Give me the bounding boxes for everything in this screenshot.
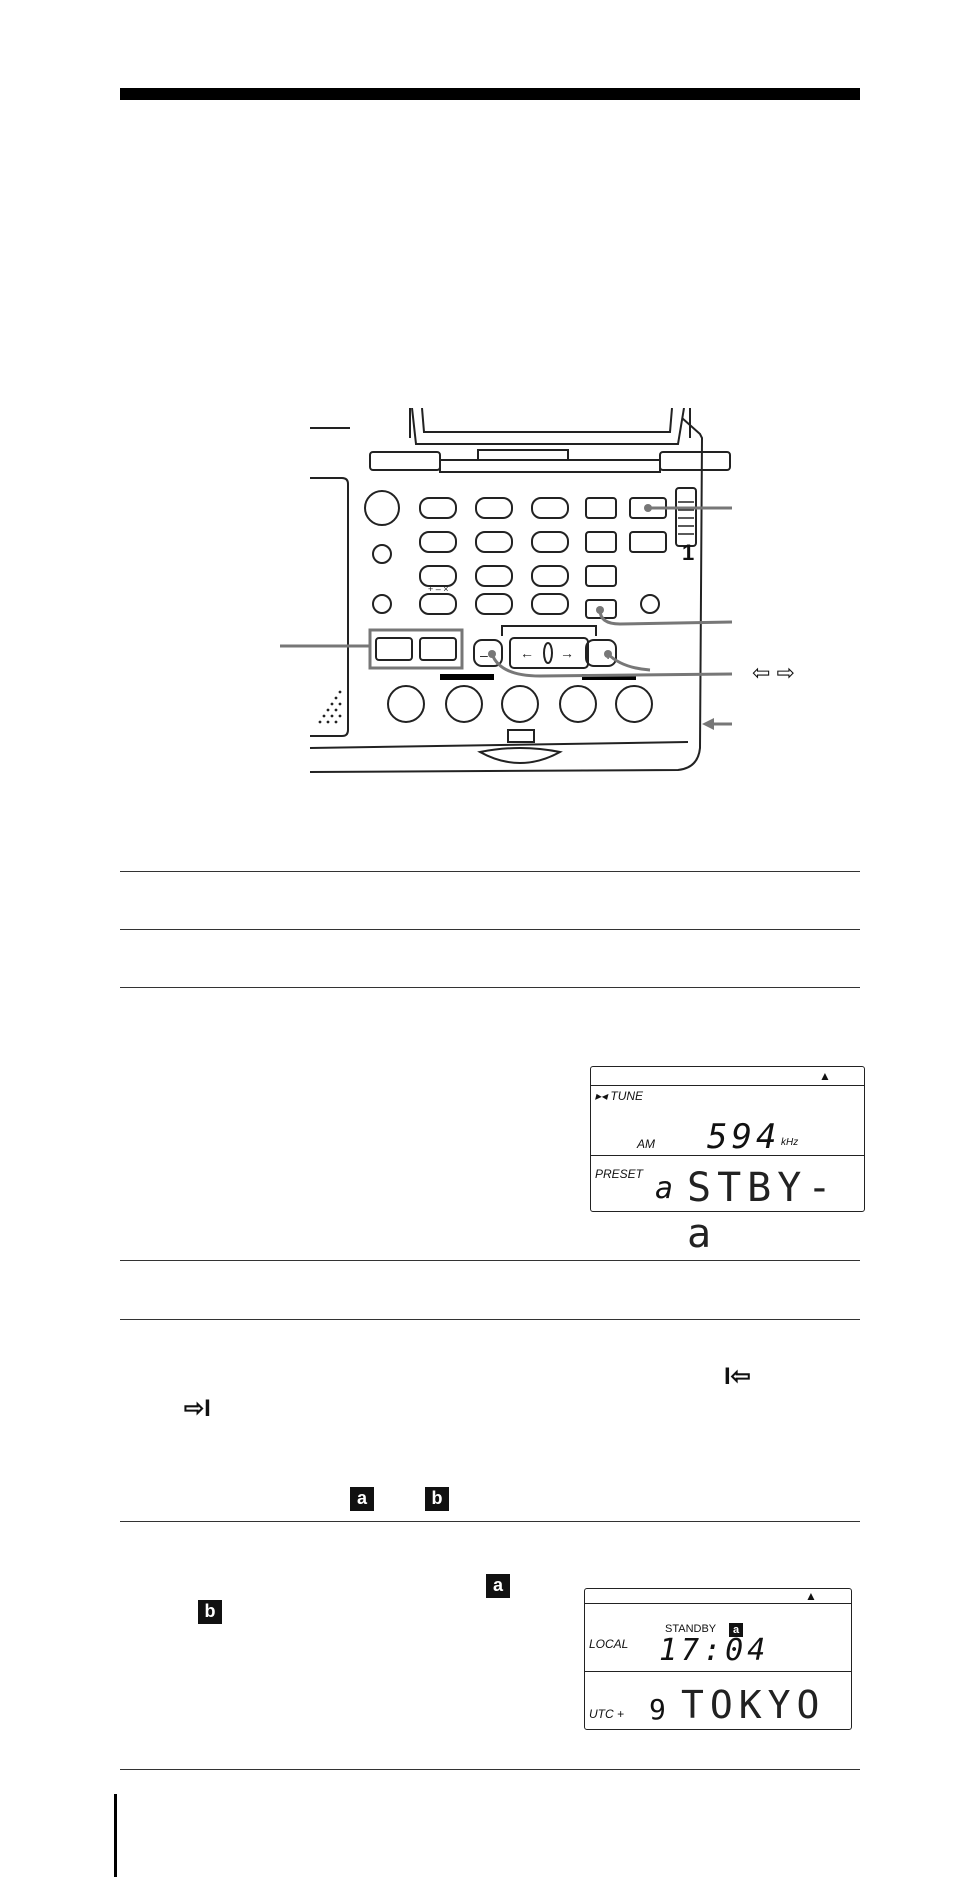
display-tune-preset: ▲ ▸◂ TUNE AM 594 kHz PRESET a STBY-a (590, 1066, 865, 1257)
header-bar (120, 88, 860, 100)
preset-letter: a (655, 1171, 678, 1206)
local-time-readout: 17:04 (659, 1633, 770, 1668)
display-top-line (591, 1085, 864, 1086)
section-divider (120, 987, 860, 988)
display-mid-line (591, 1155, 864, 1156)
svg-text:←: ← (520, 645, 534, 661)
tune-label: ▸◂ TUNE (595, 1089, 644, 1103)
utc-label: UTC + (589, 1707, 625, 1721)
skip-forward-symbol: ⇨I (184, 1395, 211, 1422)
svg-text:–: – (480, 647, 488, 663)
display-top-line (585, 1603, 851, 1604)
local-label: LOCAL (589, 1637, 629, 1651)
callout-arrow-label: ⇦ ⇨ (752, 660, 795, 685)
svg-text:→: → (560, 645, 574, 661)
section-divider (120, 1260, 860, 1261)
skip-back-symbol: I⇦ (724, 1363, 751, 1390)
preset-dot-matrix-text: STBY-a (687, 1165, 838, 1257)
standby-label: STANDBY (665, 1623, 717, 1635)
section-divider (120, 1521, 860, 1522)
section-divider (120, 929, 860, 930)
marker-b-glyph: b (198, 1600, 222, 1624)
marker-a-glyph: a (486, 1574, 510, 1598)
preset-label: PRESET (595, 1167, 644, 1181)
display-mid-line (585, 1671, 851, 1672)
marker-a-glyph: a (350, 1487, 374, 1511)
section-divider (120, 1319, 860, 1320)
display-standby-clock: ▲ STANDBY a LOCAL 17:04 UTC + 9 TOKYO (584, 1588, 852, 1730)
section-divider (120, 871, 860, 872)
svg-text:+ – ×: + – × (428, 584, 449, 594)
triangle-indicator: ▲ (805, 1589, 817, 1603)
city-dot-matrix-text: TOKYO (681, 1683, 826, 1727)
page-edge-mark (114, 1794, 117, 1877)
clock-symbol: 1 (682, 540, 695, 565)
band-label: AM (637, 1137, 655, 1151)
frequency-unit: kHz (781, 1137, 799, 1148)
marker-b-glyph: b (425, 1487, 449, 1511)
triangle-indicator: ▲ (819, 1069, 831, 1083)
standby-marker-glyph: a (729, 1623, 743, 1637)
utc-offset: 9 (649, 1693, 670, 1726)
device-illustration: ← → – + + – × (280, 408, 733, 773)
frequency-readout: 594 (707, 1117, 781, 1157)
section-divider (120, 1769, 860, 1770)
